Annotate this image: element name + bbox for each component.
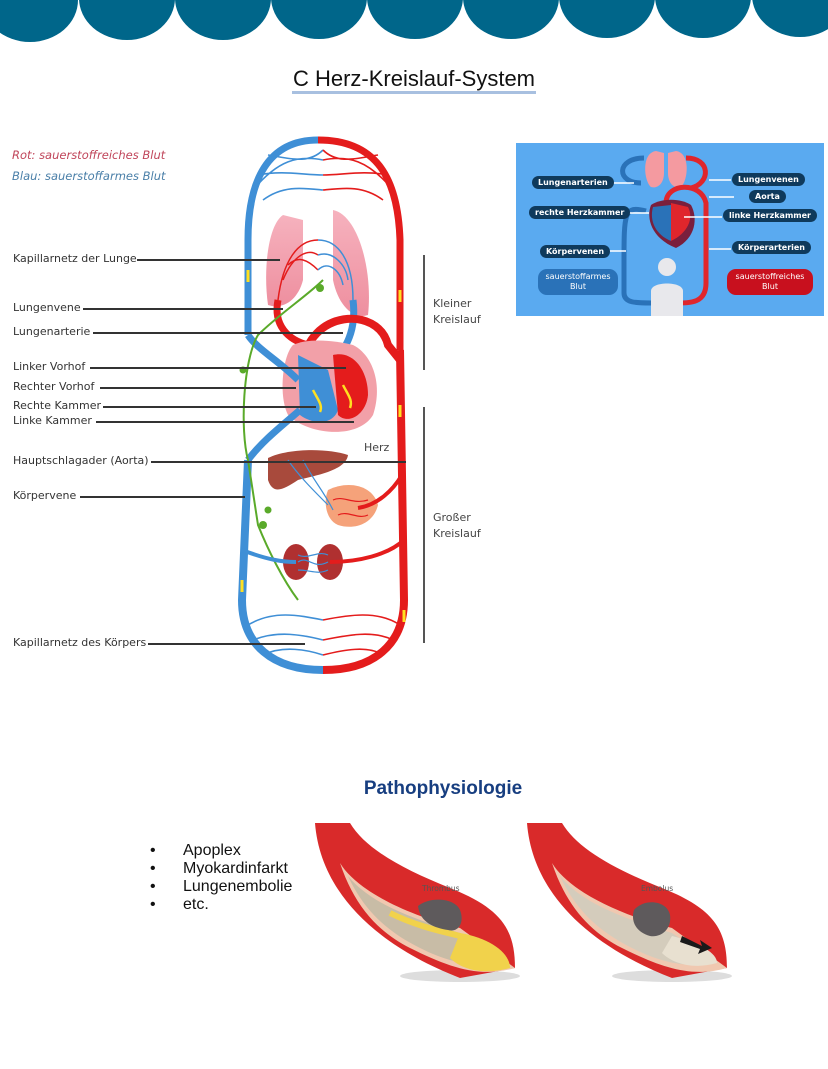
legend-red: Rot: sauerstoffreiches Blut (12, 148, 166, 162)
small-circuit-label: Kleiner Kreislauf (433, 296, 481, 328)
info-label-koerpervenen: Körpervenen (540, 245, 611, 258)
artery-outer-upper (317, 136, 404, 350)
label-rechte-kammer: Rechte Kammer (13, 399, 101, 412)
bullet: • (150, 878, 156, 895)
label-koerpervene: Körpervene (13, 489, 77, 502)
label-lungenvene: Lungenvene (13, 301, 81, 314)
page-title: C Herz-Kreislauf-System (0, 66, 828, 94)
bullet: • (150, 896, 156, 913)
thrombus-illustration (315, 823, 520, 982)
info-label-aorta: Aorta (749, 190, 786, 203)
legend-blue: Blau: sauerstoffarmes Blut (12, 169, 166, 183)
info-label-lungenvenen: Lungenvenen (732, 173, 805, 186)
vein-outer-upper (244, 136, 319, 335)
info-label-linke-herzkammer: linke Herzkammer (723, 209, 817, 222)
badge-deoxygenated: sauerstoffarmes Blut (538, 269, 618, 295)
large-circuit-line-2: Kreislauf (433, 527, 481, 540)
label-linke-kammer: Linke Kammer (13, 414, 92, 427)
large-circuit-label: Großer Kreislauf (433, 510, 481, 542)
bullet: • (150, 860, 156, 877)
list-item: • Lungenembolie (150, 878, 292, 896)
list-item: • Myokardinfarkt (150, 860, 292, 878)
info-label-koerperarterien: Körperarterien (732, 241, 811, 254)
leader-line (148, 643, 305, 645)
infographic-lungs (645, 151, 687, 188)
embolus-illustration (527, 823, 732, 982)
circulation-diagram (237, 136, 409, 674)
small-circuit-bracket (423, 255, 425, 370)
badge-deoxygenated-line-2: Blut (570, 282, 586, 291)
small-circuit-line-2: Kreislauf (433, 313, 481, 326)
vein-outer-lower (237, 459, 324, 674)
condition-list: •Apoplex •Myokardinfarkt •Lungenembolie … (150, 842, 292, 914)
label-kapillarnetz-lunge: Kapillarnetz der Lunge (13, 252, 137, 265)
label-linker-vorhof: Linker Vorhof (13, 360, 86, 373)
embolus-clot (632, 902, 671, 937)
list-item: • Apoplex (150, 842, 292, 860)
small-circuit-line-1: Kleiner (433, 297, 472, 310)
artery-outer-lower (322, 349, 409, 674)
label-lungenarterie: Lungenarterie (13, 325, 91, 338)
circulation-infographic: Lungenarterien rechte Herzkammer Körperv… (516, 143, 824, 316)
badge-oxygenated-line-1: sauerstoffreiches (735, 272, 805, 281)
leader-line (80, 496, 245, 498)
scalloped-header-border (0, 0, 828, 42)
label-herz: Herz (364, 441, 390, 454)
leader-line (93, 332, 343, 334)
bullet: • (150, 842, 156, 859)
label-aorta: Hauptschlagader (Aorta) (13, 454, 149, 467)
info-label-lungenarterien: Lungenarterien (532, 176, 614, 189)
embolus-label: Embolus (641, 884, 674, 893)
right-lung (333, 210, 369, 316)
list-item: • etc. (150, 896, 292, 914)
list-item-text: etc. (183, 896, 209, 913)
thrombus-clot (418, 899, 462, 931)
leader-line (90, 367, 346, 369)
badge-deoxygenated-line-1: sauerstoffarmes (545, 272, 611, 281)
info-label-rechte-herzkammer: rechte Herzkammer (529, 206, 631, 219)
badge-oxygenated-line-2: Blut (762, 282, 778, 291)
infographic-illustration (602, 151, 734, 316)
list-item-text: Lungenembolie (183, 878, 293, 895)
list-item-text: Myokardinfarkt (183, 860, 288, 877)
page-title-text: C Herz-Kreislauf-System (291, 67, 537, 94)
leader-line (100, 387, 296, 389)
flow-arrow-icon (680, 936, 712, 954)
leader-line (151, 461, 406, 463)
large-circuit-line-1: Großer (433, 511, 471, 524)
leader-line (96, 421, 354, 423)
pathophysiology-title: Pathophysiologie (363, 778, 523, 799)
label-rechter-vorhof: Rechter Vorhof (13, 380, 95, 393)
leader-line (83, 308, 283, 310)
leader-line (103, 406, 316, 408)
badge-oxygenated: sauerstoffreiches Blut (727, 269, 813, 295)
left-lung (266, 215, 303, 307)
person-head-icon (658, 258, 676, 276)
thrombus-label: Thrombus (422, 884, 460, 893)
label-kapillarnetz-koerper: Kapillarnetz des Körpers (13, 636, 147, 649)
leader-line (137, 259, 280, 261)
large-circuit-bracket (423, 407, 425, 643)
person-body-icon (651, 283, 683, 316)
list-item-text: Apoplex (183, 842, 241, 859)
